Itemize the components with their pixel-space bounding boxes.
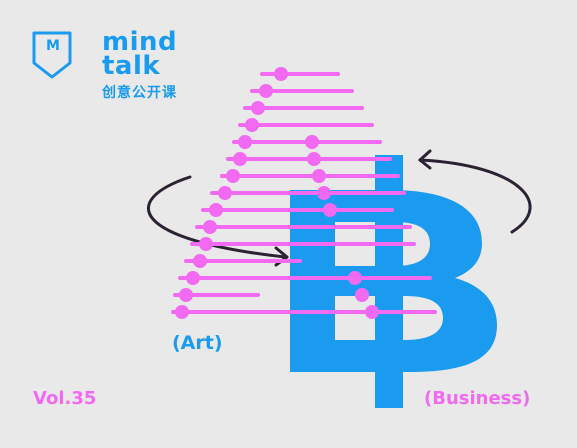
slider-knob-14-1 bbox=[365, 305, 379, 319]
slider-knob-5-0 bbox=[233, 152, 247, 166]
slider-knob-6-1 bbox=[312, 169, 326, 183]
brand-subtitle: 创意公开课 bbox=[102, 85, 177, 101]
slider-knob-13-1 bbox=[355, 288, 369, 302]
letter-b-glyph bbox=[290, 155, 497, 408]
slider-knob-9-0 bbox=[203, 220, 217, 234]
slider-knob-7-1 bbox=[317, 186, 331, 200]
slider-knob-0-0 bbox=[274, 67, 288, 81]
slider-knob-5-1 bbox=[307, 152, 321, 166]
slider-knob-4-1 bbox=[305, 135, 319, 149]
volume-label: Vol.35 bbox=[33, 388, 97, 409]
slider-knob-10-0 bbox=[199, 237, 213, 251]
slider-knob-3-0 bbox=[245, 118, 259, 132]
slider-knob-8-1 bbox=[323, 203, 337, 217]
slider-knob-11-0 bbox=[193, 254, 207, 268]
brand-block: mind talk 创意公开课 bbox=[102, 27, 178, 102]
slider-knob-4-0 bbox=[238, 135, 252, 149]
slider-knob-12-1 bbox=[348, 271, 362, 285]
shield-badge-icon bbox=[32, 31, 72, 79]
slider-knob-1-0 bbox=[259, 84, 273, 98]
business-label: (Business) bbox=[424, 388, 531, 409]
art-label: (Art) bbox=[172, 332, 223, 354]
slider-knob-13-0 bbox=[179, 288, 193, 302]
badge-letter: M bbox=[46, 38, 60, 54]
rotation-arrow-back bbox=[147, 175, 287, 259]
rotation-arrow-front bbox=[418, 158, 532, 234]
rotation-arrow-head-right bbox=[418, 149, 432, 170]
slider-knob-7-0 bbox=[218, 186, 232, 200]
brand-name-line1: mind bbox=[102, 27, 178, 57]
letter-a-sliders bbox=[171, 67, 437, 319]
slider-knob-12-0 bbox=[186, 271, 200, 285]
slider-knob-8-0 bbox=[209, 203, 223, 217]
slider-knob-6-0 bbox=[226, 169, 240, 183]
slider-knob-14-0 bbox=[175, 305, 189, 319]
slider-knob-2-0 bbox=[251, 101, 265, 115]
brand-name-line2: talk bbox=[102, 51, 161, 81]
